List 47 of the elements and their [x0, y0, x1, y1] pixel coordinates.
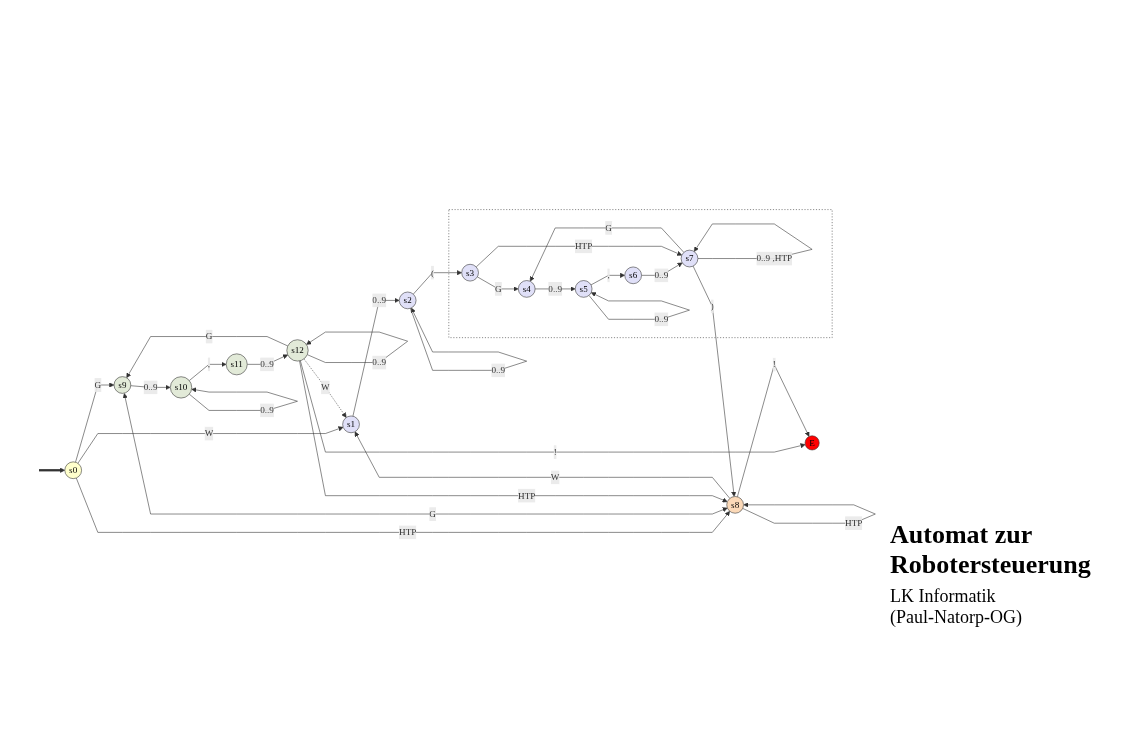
edge-label: )	[710, 301, 714, 312]
edge-label: 0..9	[372, 295, 387, 306]
edge-label: !	[553, 446, 557, 457]
node-circle: s1	[342, 415, 360, 434]
edge-label: G	[94, 379, 102, 390]
edge-label: !	[772, 359, 776, 370]
edge-label: W	[204, 428, 214, 439]
edge-label: W	[321, 382, 330, 393]
node-circle: s3	[461, 264, 479, 282]
edge-label: 0..9	[143, 382, 158, 393]
node-circle: s12	[286, 339, 309, 362]
node-circle: s6	[624, 266, 642, 285]
edge-label: HTP	[399, 527, 417, 538]
node-circle: s10	[170, 376, 193, 399]
node-circle: E	[804, 435, 820, 451]
edge-label: 0..9	[654, 314, 669, 324]
edge-label: G	[429, 508, 436, 519]
edge-label: 0..9 ,HTP	[756, 253, 793, 264]
edge-label: HTP	[574, 241, 593, 251]
edge-label: 0..9	[491, 365, 506, 376]
edge-label: W	[550, 472, 560, 482]
edge-label: G	[605, 222, 612, 233]
edge-label: HTP	[518, 490, 536, 501]
cluster	[448, 209, 833, 338]
node-circle: s9	[113, 376, 132, 394]
arrow	[39, 467, 66, 473]
edge-label: ,	[207, 359, 211, 369]
diagram-title: Automat zur Robotersteuerung	[890, 520, 1092, 580]
note-text: (Paul-Natorp-OG)	[890, 607, 1023, 628]
node-circle: s4	[518, 280, 536, 298]
edge-label: 0..9	[260, 405, 274, 416]
node-circle: s5	[575, 280, 593, 298]
edge-label: ,	[607, 270, 610, 280]
edge-label: 0..9	[372, 357, 387, 368]
edge-label: (	[431, 267, 435, 278]
edge-label: 0..9	[260, 359, 274, 369]
edge-label: G	[205, 331, 213, 342]
node-circle: s7	[680, 249, 699, 268]
node-circle: s8	[726, 496, 744, 514]
node-circle: s11	[225, 353, 248, 376]
node-circle: s2	[399, 291, 417, 310]
edge-label: 0..9	[654, 270, 669, 280]
edge-label: G	[494, 283, 502, 294]
note-text: LK Informatik	[890, 586, 997, 607]
node-circle: s0	[64, 461, 82, 479]
edge-label: HTP	[845, 518, 863, 528]
edge-label: 0..9	[548, 283, 563, 294]
